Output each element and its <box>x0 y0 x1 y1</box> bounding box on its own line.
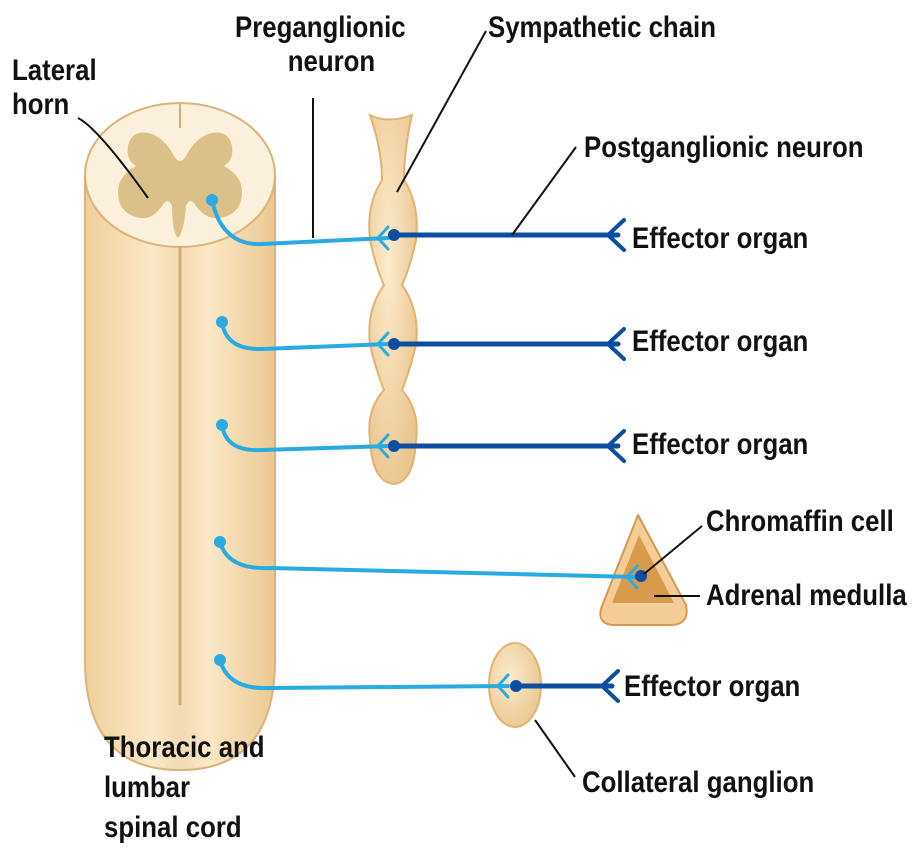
label-effector-organ-4: Effector organ <box>624 670 800 704</box>
preganglionic-cell-body-5 <box>214 654 226 666</box>
preganglionic-terminals <box>378 227 637 697</box>
label-lateral-horn-line-1: Lateral <box>12 54 97 88</box>
label-spinal-cord: Thoracic and lumbar spinal cord <box>104 728 265 848</box>
postganglionic-cell-body-2 <box>388 338 400 350</box>
label-spinal-cord-line-1: Thoracic and <box>104 728 265 768</box>
label-spinal-cord-line-3: spinal cord <box>104 808 265 848</box>
label-lateral-horn-line-2: horn <box>12 88 97 122</box>
label-preganglionic-neuron: Preganglionic neuron <box>235 11 406 79</box>
preganglionic-cell-body-3 <box>216 419 228 431</box>
label-effector-organ-1: Effector organ <box>632 222 808 256</box>
effector-terminals <box>602 220 624 701</box>
label-preganglionic-line-1: Preganglionic <box>235 11 406 45</box>
label-postganglionic-neuron: Postganglionic neuron <box>584 131 864 165</box>
preganglionic-axon-4 <box>220 542 636 577</box>
label-effector-organ-3: Effector organ <box>632 428 808 462</box>
label-adrenal-medulla: Adrenal medulla <box>706 579 907 613</box>
postganglionic-neurons <box>394 220 624 701</box>
label-sympathetic-chain: Sympathetic chain <box>488 11 716 45</box>
label-collateral-ganglion: Collateral ganglion <box>582 766 814 800</box>
sympathetic-chain-leader <box>397 31 486 192</box>
adrenal-gland <box>600 515 686 625</box>
label-effector-organ-2: Effector organ <box>632 325 808 359</box>
postganglionic-cell-body-4 <box>510 680 522 692</box>
label-chromaffin-cell: Chromaffin cell <box>706 505 894 539</box>
label-lateral-horn: Lateral horn <box>12 54 97 122</box>
preganglionic-cell-body-2 <box>216 316 228 328</box>
preganglionic-cell-body-4 <box>214 536 226 548</box>
label-preganglionic-line-2: neuron <box>235 45 406 79</box>
preganglionic-cell-body-1 <box>206 194 218 206</box>
postganglionic-cell-body-3 <box>388 440 400 452</box>
label-spinal-cord-line-2: lumbar <box>104 768 265 808</box>
spinal-cord <box>85 103 275 770</box>
collateral-ganglion-leader <box>535 720 575 777</box>
postganglionic-leader <box>512 147 576 235</box>
postganglionic-cell-body-1 <box>388 229 400 241</box>
